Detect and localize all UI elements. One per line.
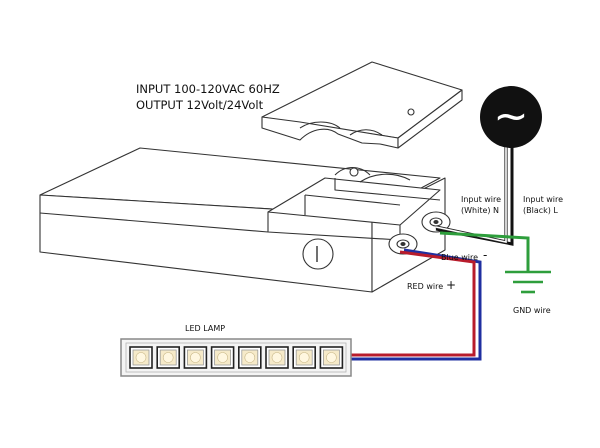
output-wires [350, 248, 482, 361]
led-cell [319, 346, 344, 369]
led-cell [210, 346, 235, 369]
led-cell [129, 346, 153, 369]
ground-icon [505, 270, 551, 294]
red-wire-label: RED wire [407, 282, 443, 291]
ac-power-source-icon [480, 86, 542, 148]
blue-wire-label: Blue wire [441, 253, 478, 262]
led-cell [292, 346, 317, 369]
blue-wire-sign: - [483, 248, 487, 262]
ac-source: ~ [480, 86, 542, 148]
input-black-label-line2: (Black) L [523, 206, 558, 215]
led-cell [238, 346, 262, 369]
red-wire-sign: + [446, 278, 456, 292]
led-cell [183, 346, 208, 369]
led-cell [156, 346, 180, 369]
driver-lid [261, 61, 463, 149]
input-white-label-line1: Input wire [461, 195, 501, 204]
led-lamp-label: LED LAMP [185, 324, 225, 333]
input-spec-text: INPUT 100-120VAC 60HZ [136, 82, 280, 96]
led-strip [120, 338, 352, 377]
driver-box [39, 147, 446, 293]
gnd-wire-label: GND wire [513, 306, 551, 315]
input-white-label-line2: (White) N [461, 206, 499, 215]
output-spec-text: OUTPUT 12Volt/24Volt [136, 98, 264, 112]
output-cable-gland [388, 233, 418, 255]
led-cell [265, 346, 289, 369]
input-wires [435, 140, 530, 272]
sine-wave-glyph: ~ [493, 91, 528, 140]
input-black-label-line1: Input wire [523, 195, 563, 204]
